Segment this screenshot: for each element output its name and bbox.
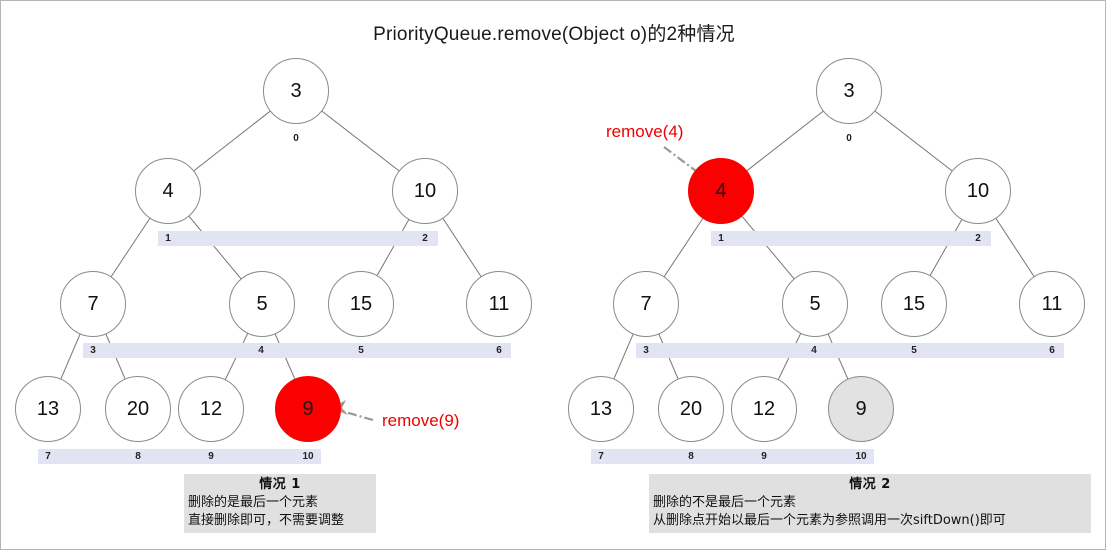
node-value: 3 [290,79,302,102]
index-label-left-9: 9 [208,451,214,462]
node-value: 20 [126,397,150,420]
index-label-right-6: 6 [1049,345,1055,356]
index-label-left-5: 5 [358,345,364,356]
index-label-right-7: 7 [598,451,604,462]
node-right-6[interactable]: 11 [1019,271,1085,337]
index-label-right-2: 2 [975,233,981,244]
node-value: 12 [752,397,776,420]
caption-case-2: 情况 2 删除的不是最后一个元素 从删除点开始以最后一个元素为参照调用一次sif… [649,474,1091,533]
index-label-left-1: 1 [165,233,171,244]
caption-case-1: 情况 1 删除的是最后一个元素 直接删除即可，不需要调整 [184,474,376,533]
node-value: 4 [162,179,174,202]
index-bar-right-row2 [636,343,1064,358]
node-left-8[interactable]: 20 [105,376,171,442]
node-left-9[interactable]: 12 [178,376,244,442]
page-title: PriorityQueue.remove(Object o)的2种情况 [373,24,735,45]
index-label-left-3: 3 [90,345,96,356]
callout-remove-9: remove(9) [382,411,460,430]
index-label-right-5: 5 [911,345,917,356]
node-left-2[interactable]: 10 [392,158,458,224]
index-label-left-0: 0 [293,133,299,144]
node-value: 9 [302,397,314,420]
caption-heading: 情况 2 [849,477,891,492]
index-label-right-3: 3 [643,345,649,356]
node-value: 11 [488,292,510,315]
node-right-8[interactable]: 20 [658,376,724,442]
index-bar-right-row3 [591,449,874,464]
node-right-5[interactable]: 15 [881,271,947,337]
node-left-7[interactable]: 13 [15,376,81,442]
index-bar-left-row2 [83,343,511,358]
node-value: 12 [199,397,223,420]
node-left-5[interactable]: 15 [328,271,394,337]
node-left-4[interactable]: 5 [229,271,295,337]
index-label-right-9: 9 [761,451,767,462]
index-bar-left-row1 [158,231,438,246]
index-label-left-7: 7 [45,451,51,462]
index-label-left-8: 8 [135,451,141,462]
index-label-left-2: 2 [422,233,428,244]
node-right-3[interactable]: 7 [613,271,679,337]
index-label-right-8: 8 [688,451,694,462]
node-left-6[interactable]: 11 [466,271,532,337]
node-value: 7 [640,292,652,315]
caption-heading: 情况 1 [259,477,301,492]
node-right-4[interactable]: 5 [782,271,848,337]
node-right-2[interactable]: 10 [945,158,1011,224]
index-label-left-6: 6 [496,345,502,356]
node-left-3[interactable]: 7 [60,271,126,337]
node-right-9[interactable]: 12 [731,376,797,442]
node-value: 7 [87,292,99,315]
node-value: 15 [902,292,926,315]
caption-line-1: 删除的是最后一个元素 [188,495,319,510]
node-right-1-removed[interactable]: 4 [688,158,754,224]
node-value: 10 [966,179,990,202]
caption-line-2: 从删除点开始以最后一个元素为参照调用一次siftDown()即可 [653,513,1006,528]
node-value: 5 [809,292,821,315]
index-label-left-4: 4 [258,345,264,356]
node-value: 10 [413,179,437,202]
index-bar-left-row3 [38,449,321,464]
node-left-1[interactable]: 4 [135,158,201,224]
node-left-10-removed[interactable]: 9 [275,376,341,442]
node-right-7[interactable]: 13 [568,376,634,442]
node-right-10-reference[interactable]: 9 [828,376,894,442]
caption-line-2: 直接删除即可，不需要调整 [188,513,345,528]
index-label-left-10: 10 [302,451,314,462]
node-value: 5 [256,292,268,315]
callout-remove-4: remove(4) [606,122,684,141]
node-right-0[interactable]: 3 [816,58,882,124]
node-value: 13 [36,397,60,420]
node-value: 9 [855,397,867,420]
index-label-right-0: 0 [846,133,852,144]
caption-line-1: 删除的不是最后一个元素 [653,495,797,510]
node-value: 20 [679,397,703,420]
index-bar-right-row1 [711,231,991,246]
index-label-right-4: 4 [811,345,817,356]
node-value: 11 [1041,292,1063,315]
node-value: 4 [715,179,727,202]
node-value: 15 [349,292,373,315]
node-value: 13 [589,397,613,420]
index-label-right-1: 1 [718,233,724,244]
node-value: 3 [843,79,855,102]
index-label-right-10: 10 [855,451,867,462]
node-left-0[interactable]: 3 [263,58,329,124]
